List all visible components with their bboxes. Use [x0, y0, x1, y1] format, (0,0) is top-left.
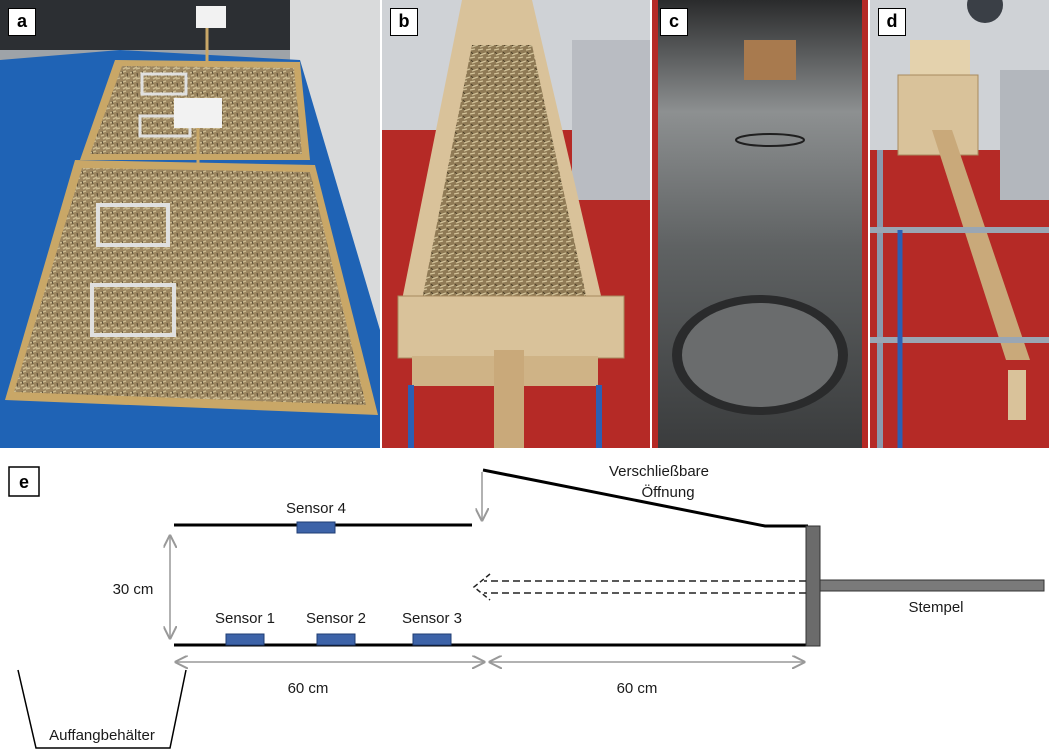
photo-panel-d: d — [870, 0, 1049, 448]
length-label-left: 60 cm — [288, 680, 329, 697]
sensor-1 — [225, 633, 265, 646]
panel-label-c: c — [660, 8, 688, 36]
photo-field-boxes — [0, 0, 380, 448]
collector-label: Auffangbehälter — [49, 727, 155, 744]
panel-label-e: e — [19, 472, 29, 492]
photo-panel-b: b — [382, 0, 650, 448]
sensor-4-label: Sensor 4 — [286, 500, 346, 517]
sensor-2-label: Sensor 2 — [306, 610, 366, 627]
panel-label-b: b — [390, 8, 418, 36]
photo-panel-c: c — [652, 0, 868, 448]
piston-label: Stempel — [908, 599, 963, 616]
opening-label-line2: Öffnung — [641, 483, 694, 501]
opening-label-line1: Verschließbare — [609, 463, 709, 480]
collector-container — [17, 669, 187, 749]
photo-wooden-trough — [382, 0, 650, 448]
photo-panel-a: a — [0, 0, 380, 448]
sensor-1-label: Sensor 1 — [215, 610, 275, 627]
photo-trough-interior — [652, 0, 868, 448]
panel-label-e-box — [8, 466, 40, 497]
height-label: 30 cm — [113, 581, 154, 598]
panel-label-a: a — [8, 8, 36, 36]
closable-lid — [482, 468, 808, 528]
panel-label-d: d — [878, 8, 906, 36]
schematic-diagram: e 30 cm 60 cm 60 cm Sensor 4 Sensor 1 Se… — [8, 463, 1045, 749]
sensor-2 — [316, 633, 356, 646]
schematic-panel-e: e 30 cm 60 cm 60 cm Sensor 4 Sensor 1 Se… — [0, 452, 1049, 754]
piston-rod — [819, 579, 1045, 592]
piston-plate — [805, 525, 821, 647]
sensor-3-label: Sensor 3 — [402, 610, 462, 627]
sensor-3 — [412, 633, 452, 646]
photo-trough-with-piston — [870, 0, 1049, 448]
movement-arrow-head — [472, 573, 491, 601]
sensor-4 — [296, 521, 336, 534]
length-label-right: 60 cm — [617, 680, 658, 697]
